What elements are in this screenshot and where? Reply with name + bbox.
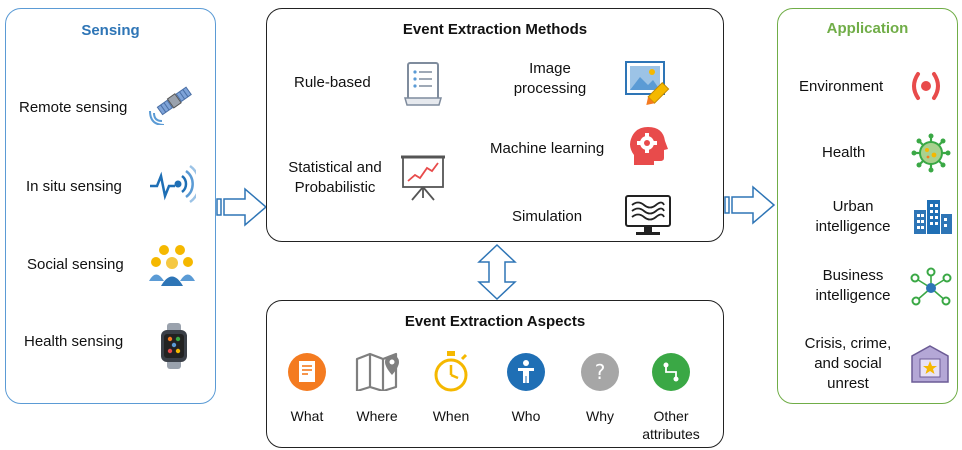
environment-label: Environment — [799, 78, 884, 95]
stopwatch-icon — [433, 350, 469, 394]
statistical-line1: Statistical and — [288, 159, 382, 176]
methods-title: Event Extraction Methods — [402, 21, 588, 38]
business-line2: intelligence — [815, 287, 891, 304]
arrow-methods-to-application — [723, 184, 777, 226]
buildings-icon — [914, 200, 952, 234]
network-icon — [910, 267, 952, 309]
crisis-label: Crisis, crime, and social unrest — [788, 334, 908, 394]
monitor-icon — [625, 195, 671, 237]
application-title: Application — [826, 20, 909, 37]
sensing-panel: Sensing Remote sensing In situ sensing S… — [5, 8, 216, 404]
aspect-other-line1: Other — [653, 408, 689, 424]
rule-based-label: Rule-based — [294, 74, 371, 91]
social-sensing-label: Social sensing — [27, 256, 124, 273]
methods-panel: Event Extraction Methods Rule-based Imag… — [266, 8, 724, 242]
people-group-icon — [148, 243, 196, 287]
map-pin-icon — [355, 351, 403, 391]
urban-line2: intelligence — [815, 218, 891, 235]
document-icon — [287, 352, 327, 392]
health-label: Health — [822, 144, 866, 161]
statistical-line2: Probabilistic — [294, 179, 376, 196]
police-badge-icon — [911, 345, 949, 383]
crisis-line2: and social — [814, 355, 882, 372]
svg-text:?: ? — [595, 360, 606, 384]
branch-icon — [651, 352, 691, 392]
aspect-who-label: Who — [511, 408, 541, 424]
application-panel: Application Environment Health Urban int… — [777, 8, 958, 404]
aspect-other-line2: attributes — [642, 426, 700, 442]
business-intelligence-label: Business intelligence — [798, 266, 908, 306]
double-arrow-methods-aspects — [476, 243, 518, 301]
image-processing-label: Image processing — [507, 59, 593, 99]
machine-learning-label: Machine learning — [490, 140, 605, 157]
aspects-panel: Event Extraction Aspects What Where When — [266, 300, 724, 448]
crisis-line3: unrest — [827, 375, 869, 392]
aspects-title: Event Extraction Aspects — [404, 313, 586, 330]
aspect-when-label: When — [432, 408, 470, 424]
aspect-what-label: What — [290, 408, 324, 424]
urban-line1: Urban — [832, 198, 874, 215]
crisis-line1: Crisis, crime, — [804, 335, 892, 352]
virus-icon — [911, 133, 951, 173]
aspect-why-label: Why — [586, 408, 614, 424]
presentation-chart-icon — [401, 153, 445, 203]
arrow-sensing-to-methods — [215, 186, 269, 228]
image-pen-icon — [625, 61, 671, 107]
satellite-icon — [149, 83, 197, 125]
document-list-icon — [404, 62, 442, 106]
business-line1: Business — [822, 267, 884, 284]
image-processing-line2: processing — [513, 80, 587, 97]
urban-intelligence-label: Urban intelligence — [798, 197, 908, 237]
health-sensing-label: Health sensing — [24, 333, 124, 350]
remote-sensing-label: Remote sensing — [19, 99, 128, 116]
signal-wave-icon — [148, 162, 196, 206]
image-processing-line1: Image — [529, 60, 571, 77]
smartwatch-icon — [159, 323, 189, 369]
person-icon — [506, 352, 546, 392]
sensing-title: Sensing — [81, 22, 140, 39]
statistical-probabilistic-label: Statistical and Probabilistic — [275, 158, 395, 198]
aspect-where-label: Where — [356, 408, 398, 424]
simulation-label: Simulation — [512, 208, 583, 225]
in-situ-sensing-label: In situ sensing — [26, 178, 122, 195]
head-gear-icon — [628, 125, 668, 169]
broadcast-icon — [908, 69, 944, 103]
question-icon: ? — [580, 352, 620, 392]
aspect-other-label: Other attributes — [631, 407, 711, 443]
